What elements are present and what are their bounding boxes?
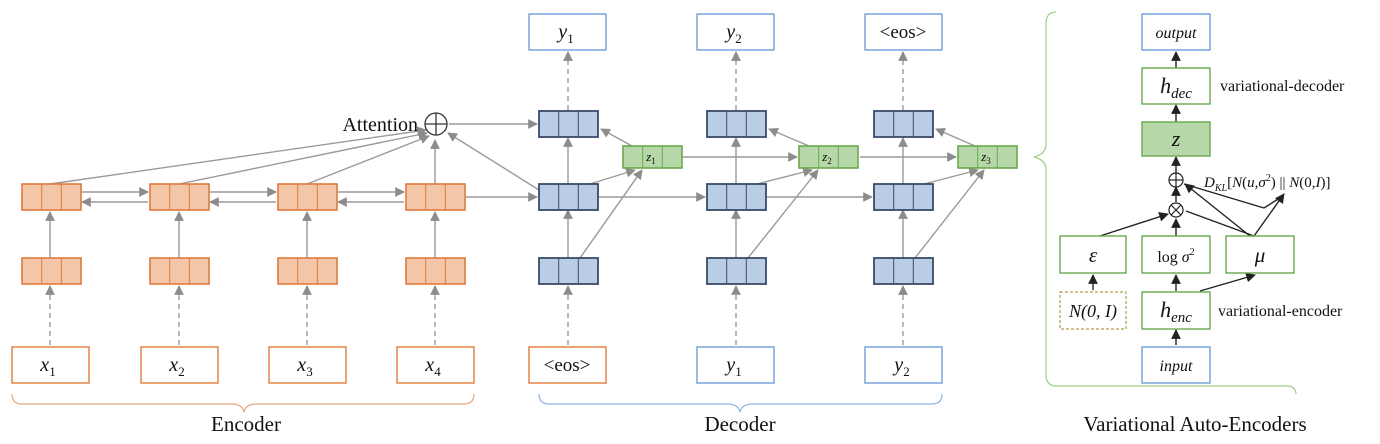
latent-label-z2: z2 (821, 149, 832, 166)
decoder-input-box-3 (864, 346, 943, 384)
vae-section-label: Variational Auto-Encoders (1083, 412, 1306, 436)
vae-prior-box (1059, 291, 1127, 330)
decoder-input-eos: <eos> (544, 355, 591, 376)
vae-logvar-box (1141, 235, 1211, 274)
decoder-outputs (528, 13, 943, 51)
decoder-mid-cell-1 (538, 183, 599, 211)
decoder-brace (538, 393, 943, 413)
vae-logvar-label: log σ2 (1157, 247, 1194, 266)
latent-cell-z2 (798, 145, 859, 169)
attention-node (424, 112, 448, 136)
vae-panel (1059, 13, 1295, 384)
decoder-bottom-cell-2 (706, 257, 767, 285)
latent-cells (622, 145, 1018, 169)
decoder-input-box-2 (696, 346, 775, 384)
encoder-input-box-4 (396, 346, 475, 384)
encoder-bottom-cell-2 (149, 257, 210, 285)
vae-henc-box (1141, 291, 1211, 330)
encoder-section-label: Encoder (211, 412, 281, 436)
vae-output-label: output (1156, 25, 1197, 42)
decoder-cells (538, 110, 934, 285)
decoder-output-box-3 (864, 13, 943, 51)
vae-eps-label: ε (1089, 243, 1098, 267)
decoder-mid-cell-2 (706, 183, 767, 211)
decoder-output-eos: <eos> (880, 22, 927, 43)
vae-output-box (1141, 13, 1211, 51)
vae-z-label: z (1171, 126, 1181, 151)
encoder-top-cell-3 (277, 183, 338, 211)
latent-cell-z3 (957, 145, 1018, 169)
decoder-bottom-cell-1 (538, 257, 599, 285)
decoder-output-box-1 (528, 13, 607, 51)
encoder-top-cell-2 (149, 183, 210, 211)
decoder-bottom-cell-3 (873, 257, 934, 285)
encoder-input-box-2 (140, 346, 219, 384)
decoder-top-cell-2 (706, 110, 767, 138)
encoder-cells (21, 183, 466, 285)
latent-label-z3: z3 (980, 149, 991, 166)
vae-eps-box (1059, 235, 1127, 274)
attention-label: Attention (342, 114, 418, 136)
vae-prior-label: N(0, I) (1068, 301, 1117, 322)
vae-kl-label: DKL[N(u,σ2) || N(0,I)] (1203, 173, 1331, 194)
encoder-bottom-cell-1 (21, 257, 82, 285)
vae-mu-box (1225, 235, 1295, 274)
latent-cell-z1 (622, 145, 683, 169)
encoder-bottom-cell-3 (277, 257, 338, 285)
latent-label-z1: z1 (645, 149, 656, 166)
decoder-top-cell-1 (538, 110, 599, 138)
encoder-top-cell-1 (21, 183, 82, 211)
decoder-output-box-2 (696, 13, 775, 51)
decoder-mid-cell-3 (873, 183, 934, 211)
encoder-inputs (11, 346, 475, 384)
vae-z-box (1141, 121, 1211, 157)
encoder-bottom-cell-4 (405, 257, 466, 285)
decoder-top-cell-3 (873, 110, 934, 138)
encoder-brace (11, 393, 475, 413)
vae-hdec-box (1141, 67, 1211, 105)
vae-input-label: input (1160, 358, 1193, 375)
decoder-section-label: Decoder (704, 412, 775, 436)
vae-decoder-label: variational-decoder (1220, 78, 1345, 95)
encoder-input-box-1 (11, 346, 90, 384)
connections (45, 51, 985, 345)
decoder-input-box-1 (528, 346, 607, 384)
vae-mu-label: μ (1254, 243, 1266, 267)
vae-encoder-label: variational-encoder (1218, 303, 1343, 320)
vae-input-box (1141, 346, 1211, 384)
encoder-input-box-3 (268, 346, 347, 384)
encoder-top-cell-4 (405, 183, 466, 211)
vae-brace (1033, 11, 1297, 395)
